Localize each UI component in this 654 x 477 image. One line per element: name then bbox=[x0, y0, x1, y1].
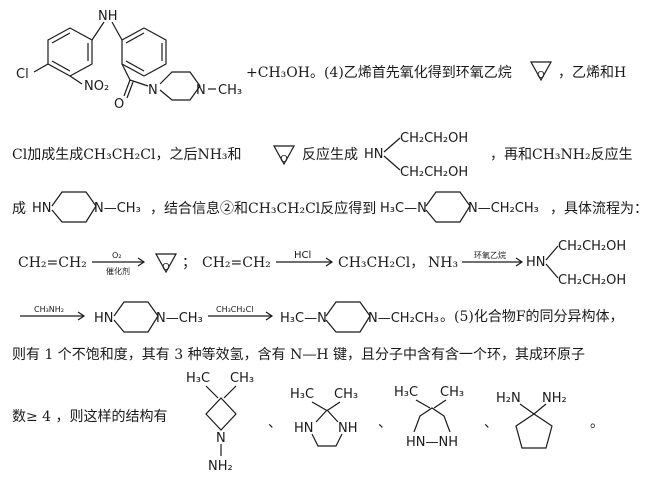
svg-text:O₂: O₂ bbox=[112, 251, 122, 260]
svg-text:HN: HN bbox=[32, 201, 52, 216]
svg-text:CH₂CH₂OH: CH₂CH₂OH bbox=[558, 239, 626, 254]
period-end: 。 bbox=[590, 415, 604, 431]
epoxide-icon: O bbox=[529, 61, 553, 82]
row1-tail: ，乙烯和H bbox=[558, 65, 627, 81]
isomer-cyclopentanediamine-structure: H₂N NH₂ bbox=[496, 391, 567, 449]
row3-text-a: 成 bbox=[12, 201, 26, 217]
row3-text-b: ，结合信息②和CH₃CH₂Cl反应得到 bbox=[150, 201, 377, 217]
starting-material-structure: NH Cl NO₂ O N N CH₃ bbox=[16, 9, 242, 112]
svg-text:O: O bbox=[537, 70, 545, 81]
svg-text:H₃C—N: H₃C—N bbox=[380, 201, 427, 216]
svg-text:HN: HN bbox=[94, 311, 114, 326]
svg-text:催化剂: 催化剂 bbox=[106, 266, 130, 276]
svg-text:HN: HN bbox=[526, 255, 546, 270]
svg-text:N—CH₃: N—CH₃ bbox=[156, 311, 203, 326]
epoxide-icon-2: O bbox=[272, 145, 296, 166]
row7-text: 数≥ 4 ，则这样的结构有 bbox=[12, 409, 168, 425]
svg-text:H₃C: H₃C bbox=[186, 371, 210, 386]
svg-text:H₂N: H₂N bbox=[496, 391, 521, 406]
row2-text-b: 反应生成 bbox=[302, 147, 358, 163]
svg-text:H₃C—N: H₃C—N bbox=[280, 311, 327, 326]
isomer-azetidine-structure: H₃C CH₃ N NH₂ bbox=[186, 371, 254, 474]
arrow-methylamine: CH₃NH₂ bbox=[20, 305, 86, 321]
no2-label: NO₂ bbox=[84, 79, 109, 94]
n2-label: N bbox=[196, 83, 206, 98]
epoxide-icon-3: O bbox=[154, 253, 178, 274]
row3-text-c: ，具体流程为： bbox=[550, 201, 648, 217]
arrow-epoxide: 环氧乙烷 bbox=[462, 250, 524, 267]
svg-text:N—CH₃: N—CH₃ bbox=[94, 201, 141, 216]
svg-text:N: N bbox=[216, 431, 226, 446]
right-benzene-ring bbox=[121, 27, 167, 77]
arrow-hcl: HCl bbox=[276, 250, 334, 267]
o-label: O bbox=[114, 97, 124, 112]
svg-text:NH: NH bbox=[338, 421, 358, 436]
svg-text:HN: HN bbox=[294, 421, 314, 436]
svg-text:CH₃CH₂Cl: CH₃CH₂Cl bbox=[216, 305, 253, 314]
n-methylpiperazine-structure: HN N—CH₃ bbox=[32, 191, 141, 223]
ethyl-methylpiperazine-structure-2: H₃C—N N—CH₂CH₃ bbox=[280, 301, 439, 333]
arrow-o2: O₂ 催化剂 bbox=[92, 251, 146, 276]
svg-text:H₃C: H₃C bbox=[290, 387, 314, 402]
svg-text:H₃C: H₃C bbox=[394, 385, 418, 400]
svg-text:O: O bbox=[280, 154, 288, 165]
svg-text:CH₂CH₂OH: CH₂CH₂OH bbox=[400, 131, 468, 146]
svg-text:CH₃: CH₃ bbox=[230, 371, 254, 386]
row2-text-c: ，再和CH₃NH₂反应生 bbox=[490, 147, 633, 163]
svg-text:CH₂CH₂OH: CH₂CH₂OH bbox=[400, 165, 468, 180]
row6-text: 则有 1 个不饱和度，其有 3 种等效氢，含有 N—H 键，且分子中含有含一个环… bbox=[12, 347, 585, 363]
methyl-label: CH₃ bbox=[218, 83, 242, 98]
n1-label: N bbox=[148, 83, 158, 98]
comma-1: 、 bbox=[268, 415, 282, 431]
nh-label: NH bbox=[98, 9, 118, 24]
comma-3: 、 bbox=[484, 415, 498, 431]
svg-text:NH₂: NH₂ bbox=[542, 391, 567, 406]
svg-text:HCl: HCl bbox=[294, 250, 311, 261]
row1-text: +CH₃OH。(4)乙烯首先氧化得到环氧乙烷 bbox=[246, 65, 512, 81]
svg-text:HN: HN bbox=[364, 147, 384, 162]
row4-sep: ； bbox=[182, 255, 196, 271]
svg-text:O: O bbox=[162, 262, 170, 273]
svg-text:CH₂CH₂OH: CH₂CH₂OH bbox=[558, 273, 626, 288]
svg-text:CH₃NH₂: CH₃NH₂ bbox=[34, 305, 64, 314]
svg-text:N—CH₂CH₃: N—CH₂CH₃ bbox=[368, 311, 439, 326]
svg-text:CH₃: CH₃ bbox=[334, 387, 358, 402]
cl-label: Cl bbox=[16, 67, 29, 82]
row4-ethylene2: CH₂=CH₂ bbox=[202, 255, 271, 271]
arrow-ethyl-chloride: CH₃CH₂Cl bbox=[208, 305, 274, 321]
diethanolamine-structure-2: HN CH₂CH₂OH CH₂CH₂OH bbox=[526, 239, 626, 288]
left-benzene-ring bbox=[47, 27, 93, 77]
n-methylpiperazine-structure-2: HN N—CH₃ bbox=[94, 301, 203, 333]
svg-text:CH₃: CH₃ bbox=[440, 385, 464, 400]
isomer-pyrazolidine-structure: H₃C CH₃ HN—NH bbox=[394, 385, 464, 450]
row4-nh3: NH₃ bbox=[428, 255, 459, 271]
comma-2: 、 bbox=[378, 415, 392, 431]
diethanolamine-structure: HN CH₂CH₂OH CH₂CH₂OH bbox=[364, 131, 468, 180]
isomer-imidazolidine-structure: H₃C CH₃ HN NH bbox=[290, 387, 358, 447]
svg-text:HN—NH: HN—NH bbox=[406, 435, 458, 450]
svg-text:NH₂: NH₂ bbox=[208, 459, 233, 474]
ethyl-methylpiperazine-structure: H₃C—N N—CH₂CH₃ bbox=[380, 191, 539, 223]
row2-text-a: Cl加成生成CH₃CH₂Cl，之后NH₃和 bbox=[12, 147, 242, 163]
row4-product2: CH₃CH₂Cl， bbox=[338, 255, 425, 271]
svg-text:环氧乙烷: 环氧乙烷 bbox=[474, 250, 506, 260]
svg-text:N—CH₂CH₃: N—CH₂CH₃ bbox=[468, 201, 539, 216]
row4-ethylene: CH₂=CH₂ bbox=[18, 255, 87, 271]
row5-text: 。(5)化合物F的同分异构体， bbox=[440, 309, 624, 325]
